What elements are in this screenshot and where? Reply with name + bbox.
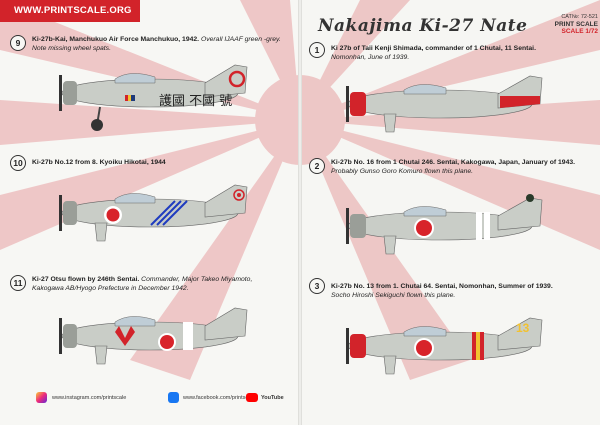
youtube-link[interactable]: YouTube [261,395,284,401]
caption-title: Ki 27b of Taii Kenji Shimada, commander … [331,45,536,52]
manchukuo-characters: 護國 不國 號 [159,93,232,109]
aircraft-profile-11 [59,307,248,365]
page-spine [298,0,302,425]
caption-title: Ki-27b No. 16 from 1 Chutai 246. Sentai,… [331,159,576,166]
aircraft-profile-1 [346,75,543,133]
aircraft-profile-2 [346,194,543,255]
entry-number-2: 2 [309,158,325,174]
caption-title: Ki-27 Otsu flown by 246th Sentai. [32,276,140,283]
caption-title: Ki-27b-Kai, Manchukuo Air Force Manchuku… [32,36,200,43]
entry-number-10: 10 [10,155,26,171]
aircraft-profile-9: 護國 不國 號 [59,64,248,131]
caption-note: Overall IJAAF green -grey. Note missing … [32,36,281,52]
entry-number-1: 1 [309,42,325,58]
instagram-icon[interactable] [36,392,47,403]
catalog-number: CAT№: 72-521 [561,14,598,20]
sheet-title: Nakajima Ki-27 Nate [318,16,528,36]
youtube-icon[interactable] [246,393,258,402]
entry-caption-1: Ki 27b of Taii Kenji Shimada, commander … [331,44,591,62]
caption-title: Ki-27b No. 13 from 1. Chutai 64. Sentai,… [331,283,553,290]
facebook-icon[interactable] [168,392,179,403]
brand-logo: PRINT SCALE [554,21,598,28]
scale-label: SCALE 1/72 [561,28,599,35]
entry-number-11: 11 [10,275,26,291]
entry-caption-10: Ki-27b No.12 from 8. Kyoiku Hikotai, 194… [32,158,282,167]
caption-note: Commander, Major Takeo Miyamoto, Kakogaw… [32,276,253,292]
facebook-link[interactable]: www.facebook.com/printscale/ [183,395,257,401]
catalog-block: CAT№: 72-521 PRINT SCALE SCALE 1/72 [548,14,598,35]
caption-title: Ki-27b No.12 from 8. Kyoiku Hikotai, 194… [32,159,166,166]
entry-number-9: 9 [10,35,26,51]
aircraft-profile-3: 13 [346,317,543,375]
instagram-link[interactable]: www.instagram.com/printscale [52,395,127,401]
entry-caption-11: Ki-27 Otsu flown by 246th Sentai. Comman… [32,275,282,293]
entry-number-3: 3 [309,278,325,294]
entry-caption-9: Ki-27b-Kai, Manchukuo Air Force Manchuku… [32,35,282,53]
caption-note: Probably Gunso Goro Komuro flown this pl… [331,168,474,175]
website-url[interactable]: WWW.PRINTSCALE.ORG [0,0,140,22]
caption-note: Socho Hiroshi Sekiguchi flown this plane… [331,292,456,299]
entry-caption-3: Ki-27b No. 13 from 1. Chutai 64. Sentai,… [331,282,591,300]
entry-caption-2: Ki-27b No. 16 from 1 Chutai 246. Sentai,… [331,158,591,176]
aircraft-profile-10 [59,184,248,242]
tail-number: 13 [516,321,530,335]
caption-note: Nomonhan, June of 1939. [331,54,410,61]
